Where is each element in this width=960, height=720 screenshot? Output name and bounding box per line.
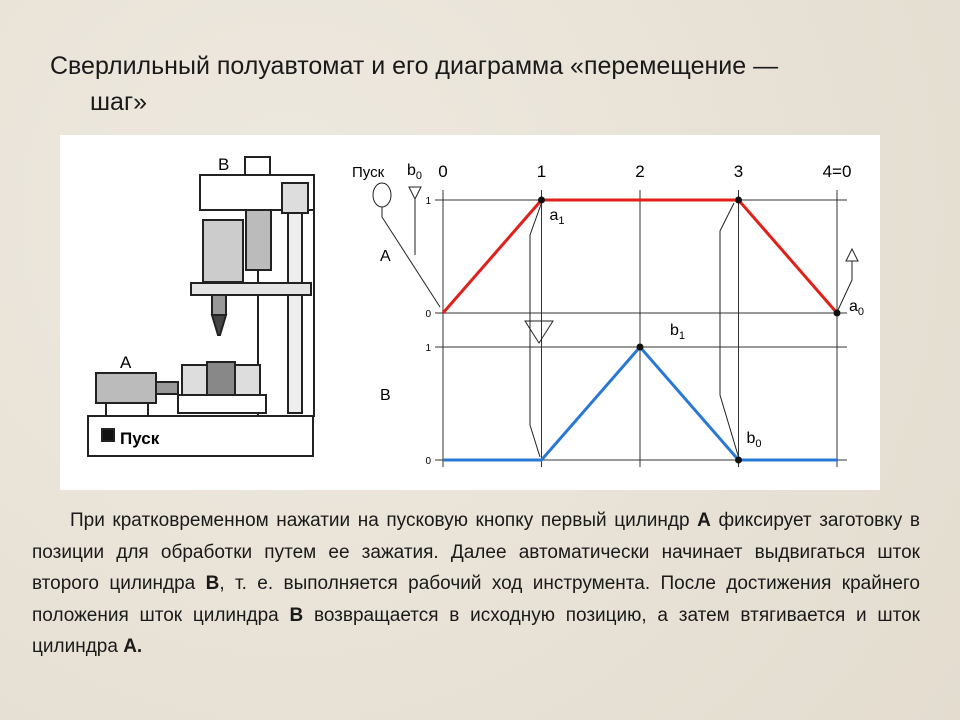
workpiece xyxy=(206,361,236,397)
signal-arrow-a1-b xyxy=(529,202,542,458)
paragraph-text: При кратковременном нажатии на пусковую … xyxy=(70,510,698,531)
signal-point xyxy=(538,196,545,204)
start-b0-label: b0 xyxy=(407,162,422,182)
cylinder-b-body xyxy=(245,209,272,271)
start-label: Пуск xyxy=(352,164,385,181)
motor xyxy=(202,219,244,283)
y-tick-label: 0 xyxy=(425,456,431,467)
paragraph-text: , т. е. выполняется рабочий ход инструме… xyxy=(32,573,920,626)
cylinder-b-cap xyxy=(244,156,271,176)
annotation-b0: b0 xyxy=(747,430,762,450)
sensor-b0-symbol xyxy=(408,186,422,201)
series-label-a: A xyxy=(380,248,391,265)
signal-arrow-b0-a xyxy=(719,202,739,458)
sensor-a0-line xyxy=(837,261,853,311)
cylinder-a-mount xyxy=(105,402,149,417)
bold-term: В xyxy=(289,604,304,626)
start-button-icon[interactable] xyxy=(101,428,115,442)
cylinder-a-rod xyxy=(155,381,179,395)
start-button-label: Пуск xyxy=(120,429,160,448)
annotation-a1: a1 xyxy=(550,207,565,227)
slide-title: Сверлильный полуавтомат и его диаграмма … xyxy=(50,48,920,120)
title-line-1: Сверлильный полуавтомат и его диаграмма … xyxy=(50,52,779,80)
title-line-2: шаг» xyxy=(90,88,147,116)
y-tick-label: 1 xyxy=(425,196,431,207)
bold-term: А xyxy=(697,510,711,531)
machine-base xyxy=(87,415,314,457)
spindle-plate xyxy=(190,282,312,296)
description-paragraph: При кратковременном нажатии на пусковую … xyxy=(32,505,920,663)
signal-point xyxy=(735,196,742,204)
step-label: 1 xyxy=(537,162,546,181)
column xyxy=(287,212,303,414)
paragraph-text: возвращается в исходную позицию, а затем… xyxy=(32,604,920,658)
annotation-b1: b1 xyxy=(670,322,685,342)
step-label: 3 xyxy=(734,162,743,181)
start-arrow xyxy=(381,207,441,308)
annotation-a0: a0 xyxy=(849,298,864,318)
series-line-a xyxy=(441,198,839,314)
y-tick-label: 0 xyxy=(425,309,431,320)
bold-term: В xyxy=(205,573,220,594)
sensor-a0-symbol xyxy=(845,247,859,262)
paragraph-text: фиксирует заготовку в позиции для обрабо… xyxy=(32,510,920,594)
table xyxy=(177,394,267,414)
machine-illustration: В А Пуск xyxy=(87,155,315,457)
drill-bit xyxy=(210,314,228,336)
step-label: 2 xyxy=(635,162,644,181)
start-button-symbol xyxy=(372,182,392,208)
label-b: В xyxy=(218,155,229,174)
signal-point xyxy=(636,343,644,351)
y-tick-label: 1 xyxy=(425,343,431,354)
step-label: 4=0 xyxy=(823,162,852,181)
label-a: А xyxy=(120,353,132,372)
sensor-b1-symbol xyxy=(524,320,554,344)
step-label: 0 xyxy=(438,162,447,181)
bold-term: А. xyxy=(123,636,143,657)
signal-point xyxy=(735,456,742,464)
series-label-b: B xyxy=(380,387,391,404)
signal-point xyxy=(833,309,841,317)
